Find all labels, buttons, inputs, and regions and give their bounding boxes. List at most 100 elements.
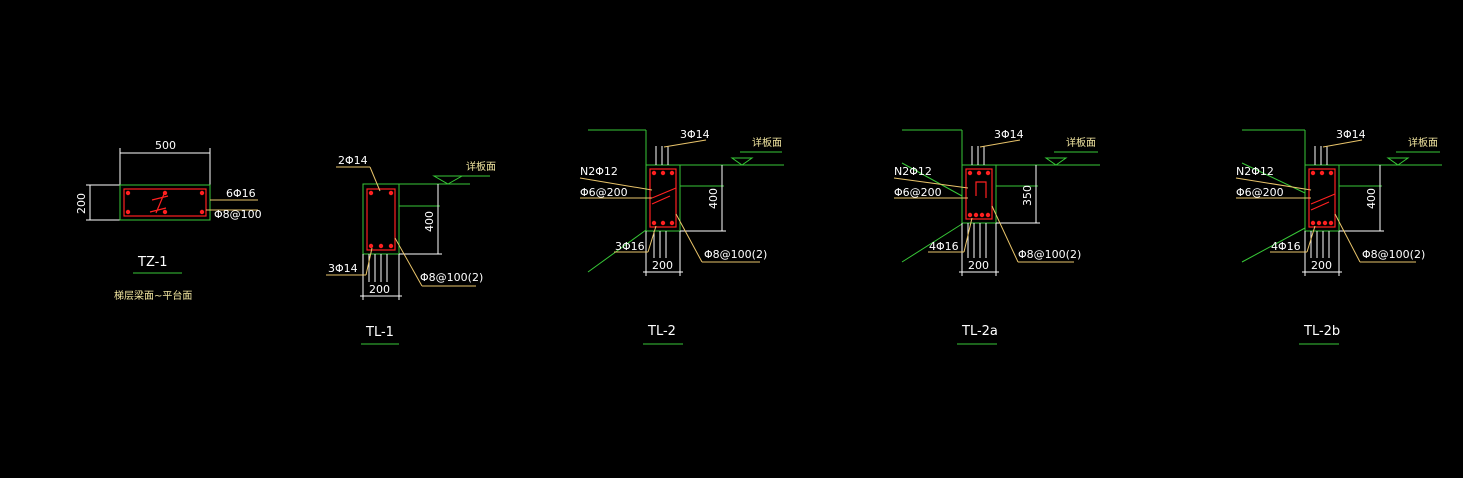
tl2a-bottom-bar bbox=[985, 212, 991, 218]
tl2b-top-bar bbox=[1328, 170, 1334, 176]
tl1-stirrup-label: Φ8@100(2) bbox=[420, 271, 483, 284]
tl2a-bottom-bar bbox=[979, 212, 985, 218]
tl2-bottom-bar bbox=[660, 220, 666, 226]
tl2a-section: 详板面 200 350 3Φ14 N2Φ12 Φ6@200 4Φ16 bbox=[893, 128, 1100, 345]
tz1-section: 500 200 6Φ16 Φ8@100 TZ-1 梯层梁面~平台面 bbox=[75, 139, 262, 302]
tl2a-leader-stirrup bbox=[991, 205, 1019, 263]
tl2b-top-bar bbox=[1319, 170, 1325, 176]
tl2a-top-label: 3Φ14 bbox=[994, 128, 1024, 141]
tl2b-leader-stirrup bbox=[1334, 213, 1361, 263]
tl2b-tie-label: Φ6@200 bbox=[1236, 186, 1284, 199]
tl2-tie bbox=[651, 187, 677, 205]
tl2-section: 详板面 200 400 3Φ14 N2Φ12 Φ6@200 3Φ16 bbox=[579, 128, 784, 345]
tl2a-bottom-label: 4Φ16 bbox=[929, 240, 959, 253]
tl1-bottom-label: 3Φ14 bbox=[328, 262, 358, 275]
tl2b-top-bar bbox=[1310, 170, 1316, 176]
tl2a-tie bbox=[975, 181, 987, 198]
tl2-height-label: 400 bbox=[707, 188, 720, 209]
tl1-level-mark bbox=[432, 175, 464, 185]
tl2-waist-label: N2Φ12 bbox=[580, 165, 618, 178]
tl2a-top-bar bbox=[967, 170, 973, 176]
tz1-note: 梯层梁面~平台面 bbox=[114, 289, 192, 302]
tl2-width-label: 200 bbox=[652, 259, 673, 272]
tl1-leader-bottom bbox=[365, 247, 373, 276]
tl2-leader-stirrup bbox=[675, 213, 703, 263]
tl2-bottom-label: 3Φ16 bbox=[615, 240, 645, 253]
tl2a-level-mark bbox=[1044, 157, 1068, 166]
tl2a-title: TL-2a bbox=[961, 324, 998, 339]
tz1-bar bbox=[199, 190, 205, 196]
tl1-top-label: 2Φ14 bbox=[338, 154, 368, 167]
tl2b-height-label: 400 bbox=[1365, 188, 1378, 209]
tl2b-level-mark bbox=[1386, 157, 1410, 166]
tl1-stirrup bbox=[366, 188, 396, 251]
tl1-bottom-bar bbox=[378, 243, 384, 249]
tl2b-leader-bottom bbox=[1306, 225, 1316, 253]
tl2-leader-top bbox=[663, 139, 707, 148]
tl1-height-label: 400 bbox=[423, 211, 436, 232]
tl2a-leader-top bbox=[979, 139, 1021, 148]
tl2b-bottom-bar bbox=[1310, 220, 1316, 226]
tl2b-stair-flight-upper bbox=[1241, 162, 1306, 194]
tl2a-level-label: 详板面 bbox=[1066, 136, 1096, 149]
tl2a-leader-waist bbox=[893, 177, 969, 189]
tl2a-outline bbox=[961, 164, 997, 224]
tl2-leader-bottom bbox=[647, 225, 657, 253]
tz1-tie bbox=[149, 193, 169, 214]
tz1-stirrup bbox=[123, 188, 207, 217]
tl2-stirrup-label: Φ8@100(2) bbox=[704, 248, 767, 261]
tl2a-tie-label: Φ6@200 bbox=[894, 186, 942, 199]
tl1-leader-stirrup bbox=[394, 237, 423, 287]
tl2b-bottom-label: 4Φ16 bbox=[1271, 240, 1301, 253]
tz1-title: TZ-1 bbox=[137, 255, 168, 270]
tl2b-stair-flight bbox=[1241, 227, 1306, 263]
tl2-leader-waist bbox=[579, 177, 653, 191]
tl2-top-bar bbox=[660, 170, 666, 176]
tl2-top-bar bbox=[651, 170, 657, 176]
tz1-bar bbox=[162, 190, 168, 196]
tl1-bottom-bar bbox=[368, 243, 374, 249]
tl2-stirrup bbox=[649, 168, 677, 228]
tl2a-stair-flight-upper bbox=[901, 162, 963, 197]
tl2b-level-label: 详板面 bbox=[1408, 136, 1438, 149]
tl2a-stair-flight bbox=[901, 223, 963, 263]
tl1-level-label: 详板面 bbox=[466, 160, 496, 173]
tl2b-leader-waist bbox=[1235, 177, 1312, 191]
tl2-top-bar bbox=[669, 170, 675, 176]
tl2a-top-bar bbox=[985, 170, 991, 176]
tl2a-height-label: 350 bbox=[1021, 185, 1034, 206]
tz1-height-label: 200 bbox=[75, 193, 88, 214]
tl1-title: TL-1 bbox=[365, 325, 394, 340]
tl2-title: TL-2 bbox=[647, 324, 676, 339]
tl1-leader-top bbox=[369, 166, 381, 192]
tl1-section: 详板面 200 400 2Φ14 3Φ14 Φ8@100(2) TL-1 bbox=[326, 154, 496, 345]
tl2a-width-label: 200 bbox=[968, 259, 989, 272]
tl2a-stirrup bbox=[965, 168, 993, 220]
tl2a-waist-label: N2Φ12 bbox=[894, 165, 932, 178]
tz1-rebar-label: 6Φ16 bbox=[226, 187, 256, 200]
tl2b-bottom-bar bbox=[1322, 220, 1328, 226]
tl1-bottom-bar bbox=[388, 243, 394, 249]
tl2-tie-label: Φ6@200 bbox=[580, 186, 628, 199]
tl2-bottom-bar bbox=[669, 220, 675, 226]
tl2-level-mark bbox=[730, 157, 754, 166]
tl1-outline bbox=[362, 183, 400, 255]
tl2b-bottom-bar bbox=[1316, 220, 1322, 226]
tl1-top-bar bbox=[368, 190, 374, 196]
tl2b-top-label: 3Φ14 bbox=[1336, 128, 1366, 141]
tl2-top-label: 3Φ14 bbox=[680, 128, 710, 141]
tl2-stair-flight bbox=[587, 229, 647, 273]
tl2b-leader-top bbox=[1322, 139, 1363, 148]
tl2b-title: TL-2b bbox=[1303, 324, 1340, 339]
tl2a-leader-bottom bbox=[963, 217, 973, 253]
tl2a-bottom-bar bbox=[967, 212, 973, 218]
tz1-bar bbox=[199, 209, 205, 215]
tl2b-tie bbox=[1310, 193, 1336, 211]
tz1-width-label: 500 bbox=[155, 139, 176, 152]
tl2-bottom-bar bbox=[651, 220, 657, 226]
tz1-outline bbox=[119, 184, 211, 221]
tl2b-section: 详板面 200 400 3Φ14 N2Φ12 Φ6@200 4Φ16 bbox=[1235, 128, 1442, 345]
tl1-top-bar bbox=[388, 190, 394, 196]
tl2b-waist-label: N2Φ12 bbox=[1236, 165, 1274, 178]
tz1-stirrup-label: Φ8@100 bbox=[214, 208, 262, 221]
